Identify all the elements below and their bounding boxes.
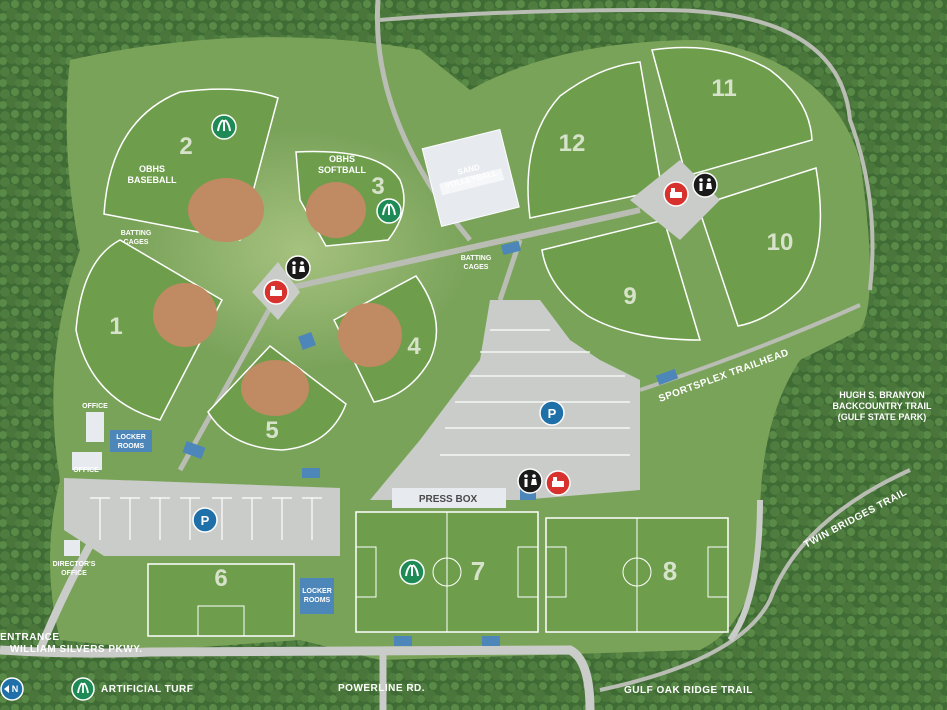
obhs-baseball-label-line2: BASEBALL (128, 175, 178, 185)
obhs-softball-label-line2: SOFTBALL (318, 165, 366, 175)
field-9-number: 9 (623, 283, 636, 310)
building-small-6 (394, 636, 412, 646)
field-6-goal-box (197, 605, 245, 637)
field-5-infield (241, 360, 309, 416)
field-8-box-right (707, 546, 729, 598)
locker-rooms-bottom-label-line2: ROOMS (304, 597, 331, 604)
parking-symbol: P (201, 513, 210, 528)
field-1-number: 1 (109, 313, 122, 340)
batting-cages-east-label-line2: CAGES (464, 264, 489, 271)
field-2-number: 2 (179, 133, 192, 160)
path-center-south (177, 288, 283, 472)
legend-artificial-turf-label: ARTIFICIAL TURF (101, 684, 193, 695)
obhs-softball-label-line1: OBHS (329, 154, 355, 164)
field-7-box-right (517, 546, 539, 598)
locker-rooms-bottom-label-line1: LOCKER (302, 588, 332, 595)
road-entrance (36, 543, 94, 652)
field-8-box-left (545, 546, 567, 598)
field-10-number: 10 (767, 229, 794, 256)
field-4-infield (338, 303, 402, 367)
building-locker-top (110, 430, 152, 452)
batting-cages-west-label-line2: CAGES (124, 239, 149, 246)
field-7-center-circle (432, 557, 462, 587)
gulf-oak-ridge-trail-label: GULF OAK RIDGE TRAIL (624, 685, 753, 696)
turf-icon[interactable] (399, 559, 425, 585)
building-small-4 (501, 240, 521, 256)
field-11-shape (651, 46, 813, 177)
entrance-label: ENTRANCE (0, 632, 60, 643)
parking-icon[interactable]: P (192, 507, 218, 533)
field-6-shape (147, 563, 295, 637)
building-directors (64, 540, 80, 556)
building-locker-bottom (300, 578, 334, 614)
locker-rooms-top-label-line2: ROOMS (118, 443, 145, 450)
trail-northeast (379, 7, 875, 291)
building-small-7 (482, 636, 500, 646)
building-office-upper (86, 412, 104, 442)
path-center-east (279, 207, 641, 293)
locker-rooms-top-label-line1: LOCKER (116, 434, 146, 441)
building-press-box (392, 488, 506, 508)
field-5-number: 5 (265, 417, 278, 444)
field-10-shape (697, 167, 822, 327)
office-lower-label: OFFICE (73, 467, 99, 474)
building-small-5 (655, 368, 679, 386)
restroom-icon[interactable] (285, 255, 311, 281)
office-upper-label: OFFICE (82, 403, 108, 410)
restroom-icon[interactable] (692, 172, 718, 198)
directors-office-label-line1: DIRECTOR'S (53, 561, 96, 568)
press-box-label: PRESS BOX (419, 494, 478, 505)
building-office-lower (72, 452, 102, 470)
field-12-number: 12 (559, 130, 586, 157)
field-7-box-left (355, 546, 377, 598)
turf-icon[interactable] (376, 198, 402, 224)
building-small-3 (298, 332, 316, 350)
parking-symbol: P (548, 406, 557, 421)
parking-stripes-east (440, 329, 630, 456)
food-icon[interactable] (663, 181, 689, 207)
batting-cages-west-label-line1: BATTING (121, 230, 152, 237)
field-2-infield (188, 178, 264, 242)
legend-turf: ARTIFICIAL TURF (71, 677, 193, 701)
powerline-road-label: POWERLINE RD. (338, 683, 425, 694)
parking-lot-east (370, 300, 640, 500)
field-11-number: 11 (711, 75, 736, 102)
field-8-number: 8 (663, 556, 677, 586)
directors-office-label-line2: OFFICE (61, 570, 87, 577)
sand-volleyball-courts (421, 128, 520, 228)
parking-stripes-west (90, 497, 322, 540)
building-small-2 (302, 468, 320, 478)
road-william-silvers (0, 645, 595, 710)
north-label: N (12, 684, 19, 694)
road-east (727, 499, 763, 642)
obhs-baseball-label-line1: OBHS (139, 164, 165, 174)
field-3-infield (306, 182, 366, 238)
backcountry-trail-label-line2: BACKCOUNTRY TRAIL (833, 401, 932, 411)
north-arrow: N (0, 677, 24, 701)
field-3-number: 3 (371, 173, 384, 200)
backcountry-trail-label-line3: (GULF STATE PARK) (838, 412, 927, 422)
turf-icon[interactable] (211, 114, 237, 140)
trail-twin-bridges (599, 468, 911, 692)
restroom-icon[interactable] (517, 468, 543, 494)
william-silvers-label: WILLIAM SILVERS PKWY. (10, 644, 143, 655)
field-12-shape (527, 61, 663, 219)
field-6-number: 6 (214, 565, 227, 592)
batting-cages-east-label-line1: BATTING (461, 255, 492, 262)
backcountry-trail-label-line1: HUGH S. BRANYON (839, 390, 925, 400)
building-small-1 (182, 440, 206, 460)
field-4-number: 4 (407, 333, 421, 360)
parking-icon[interactable]: P (539, 400, 565, 426)
field-1-infield (153, 283, 217, 347)
food-icon[interactable] (545, 470, 571, 496)
field-9-shape (541, 219, 702, 341)
quad-fields (527, 46, 822, 341)
field-7-number: 7 (471, 556, 485, 586)
food-icon[interactable] (263, 279, 289, 305)
field-8-center-circle (622, 557, 652, 587)
